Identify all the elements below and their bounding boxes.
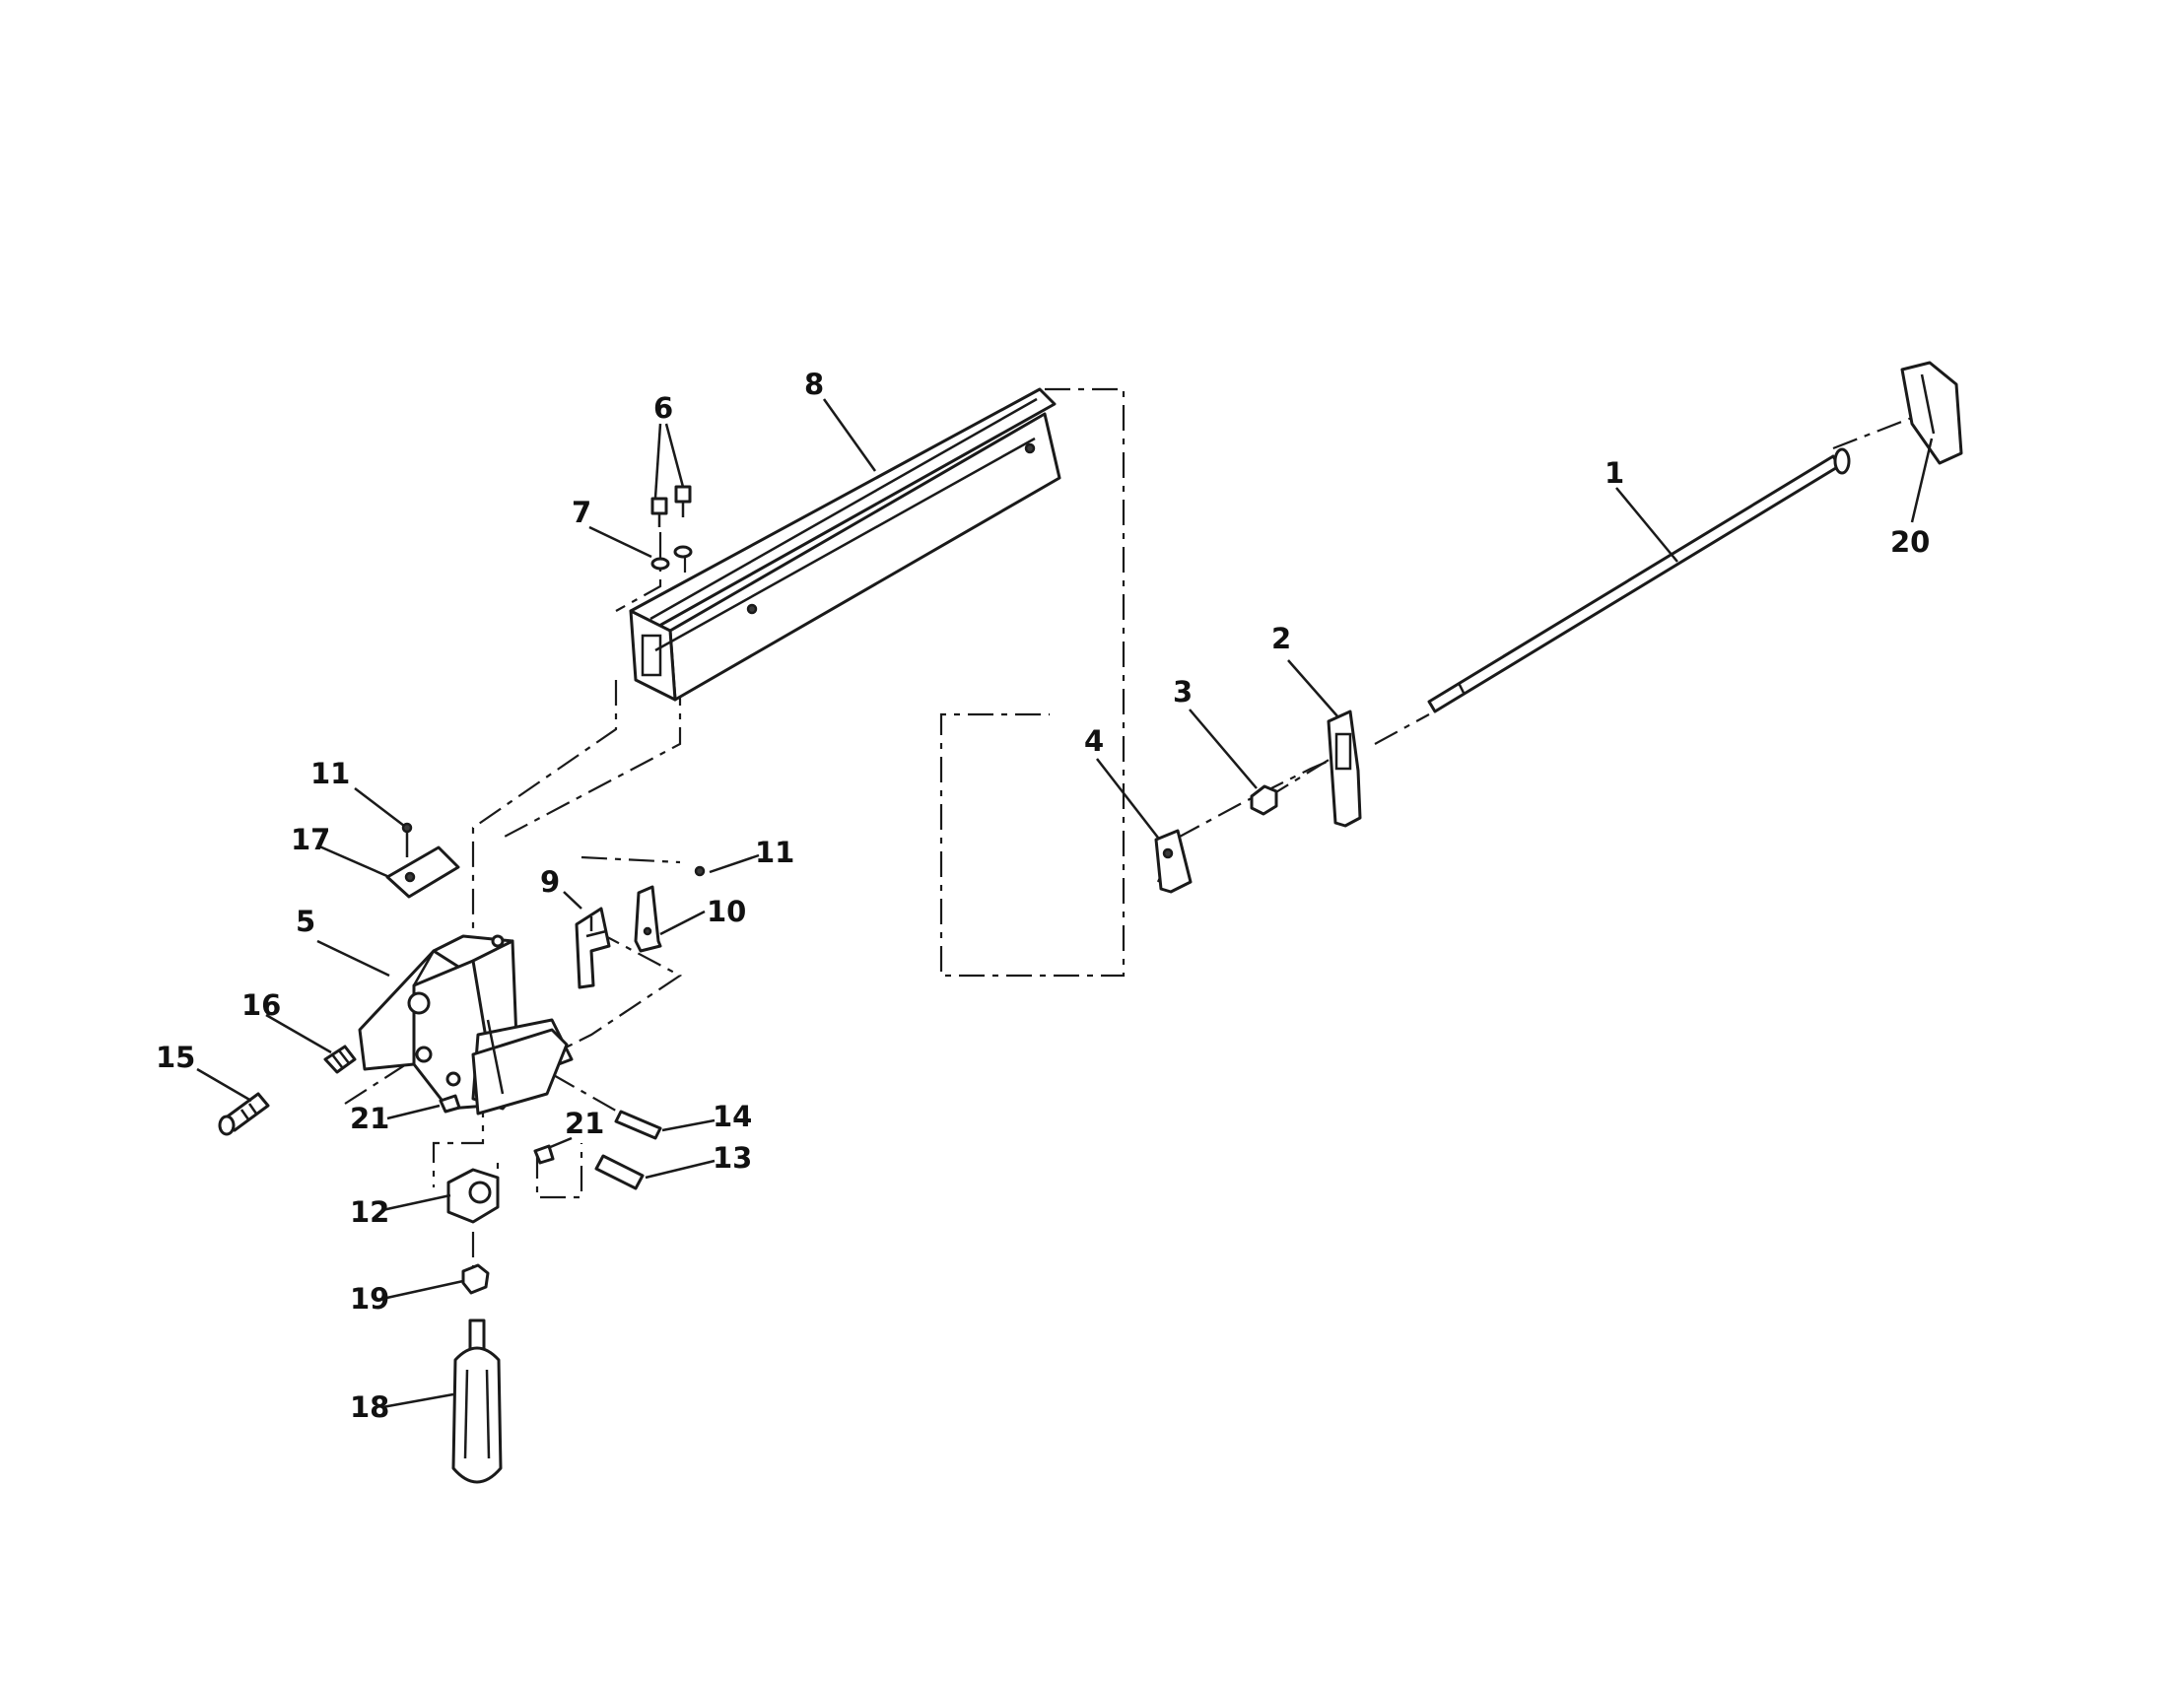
callout-8: 8 [804,368,824,401]
washers-part-7 [650,545,693,571]
bracket-part-2 [1327,710,1362,828]
callout-5: 5 [296,905,315,938]
callout-1: 1 [1604,456,1624,490]
callout-21-right: 21 [565,1107,604,1140]
nut-part-21-right [533,1144,555,1165]
callout-13: 13 [713,1141,752,1175]
screw-part-11-right [694,865,706,877]
callout-17: 17 [291,823,330,856]
handle-part-18 [451,1318,503,1484]
callout-3: 3 [1173,675,1193,709]
callout-21-left: 21 [350,1102,389,1135]
support-part-4 [1154,829,1193,894]
plate-part-17 [385,845,460,899]
spring-part-16 [323,1045,357,1074]
callout-18: 18 [350,1390,389,1424]
clip-part-9 [575,907,611,989]
pin-part-13 [594,1154,645,1190]
callout-10: 10 [707,895,746,928]
screw-part-15 [218,1092,270,1136]
rod-part-1 [1427,447,1851,713]
bracket-part-10 [634,885,662,953]
callout-19: 19 [350,1282,389,1316]
callout-2: 2 [1271,622,1291,655]
cam-part-12 [446,1168,500,1224]
callout-15: 15 [156,1041,195,1074]
callout-20: 20 [1890,525,1930,559]
callout-9: 9 [540,865,560,899]
callout-12: 12 [350,1195,389,1229]
nut-part-21-left [439,1094,461,1114]
callout-6: 6 [653,391,673,425]
screw-part-11-top [401,822,413,857]
screws-part-6 [650,485,692,527]
callout-labels: 1 2 3 4 5 6 7 8 9 10 11 11 12 13 14 15 1… [156,368,1930,1424]
fence-head-part-5 [358,934,574,1115]
leader-lines [196,398,1934,1409]
callout-16: 16 [241,988,281,1022]
fence-rail-part-8 [629,387,1061,702]
callout-14: 14 [713,1100,752,1133]
callout-11-right: 11 [755,836,794,869]
nut-part-3 [1250,784,1278,816]
callout-7: 7 [572,496,591,529]
nut-part-19 [461,1263,490,1295]
end-cap-part-20 [1900,361,1963,465]
callout-11-top: 11 [310,757,350,790]
pin-part-14 [614,1110,662,1140]
callout-4: 4 [1084,724,1104,758]
